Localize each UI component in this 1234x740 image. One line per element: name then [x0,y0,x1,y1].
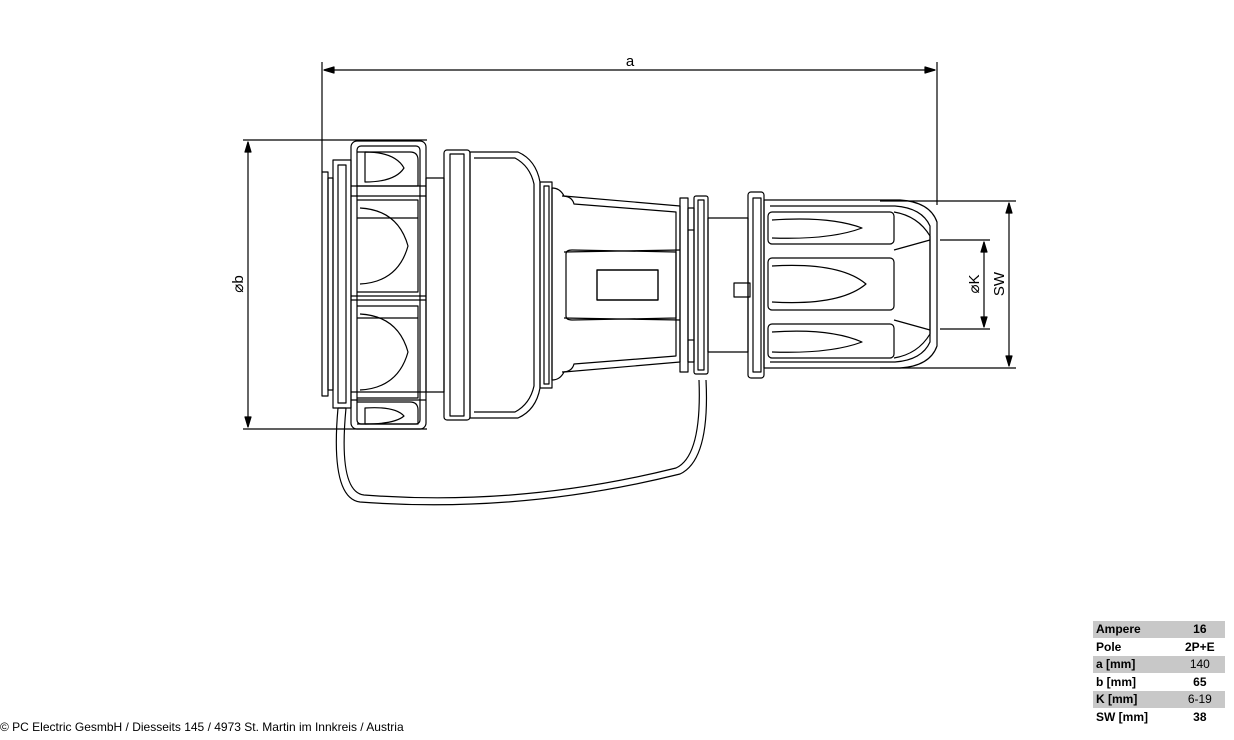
dimension-sw: SW [880,200,1016,369]
spec-label: a [mm] [1093,655,1175,674]
spec-row-pole: Pole 2P+E [1093,638,1225,656]
spec-value: 16 [1174,621,1225,639]
connector-drawing [321,140,938,506]
spec-value: 2P+E [1174,638,1225,656]
spec-label: b [mm] [1093,673,1175,691]
dimension-a: a [321,53,938,205]
spec-row-a: a [mm] 140 [1093,655,1225,674]
spec-value: 65 [1174,673,1225,691]
spec-row-ampere: Ampere 16 [1093,621,1225,639]
spec-label: Pole [1093,638,1175,656]
copyright-footer: © PC Electric GesmbH / Diesseits 145 / 4… [0,720,404,734]
retaining-strap [335,379,708,506]
cable-gland [707,191,938,379]
spec-row-b: b [mm] 65 [1093,673,1225,691]
dimension-k-label: ⌀K [966,274,983,293]
spec-value: 38 [1174,708,1225,726]
dimension-a-label: a [626,53,635,70]
coupling-nut [350,140,427,430]
spec-label: K [mm] [1093,690,1175,709]
dimension-b-label: ⌀b [230,275,247,292]
dimension-sw-label: SW [991,271,1008,296]
spec-value: 140 [1174,655,1225,674]
spec-label: Ampere [1093,621,1175,639]
collar [425,149,471,421]
dimension-k: ⌀K [940,239,990,330]
spec-table: Ampere 16 Pole 2P+E a [mm] 140 b [mm] 65… [1093,621,1225,726]
dimension-b: ⌀b [230,139,427,430]
spec-label: SW [mm] [1093,708,1175,726]
spec-value: 6-19 [1174,690,1225,709]
spec-row-sw: SW [mm] 38 [1093,708,1225,726]
front-flange [321,159,352,409]
main-housing [469,151,709,419]
spec-row-k: K [mm] 6-19 [1093,690,1225,709]
